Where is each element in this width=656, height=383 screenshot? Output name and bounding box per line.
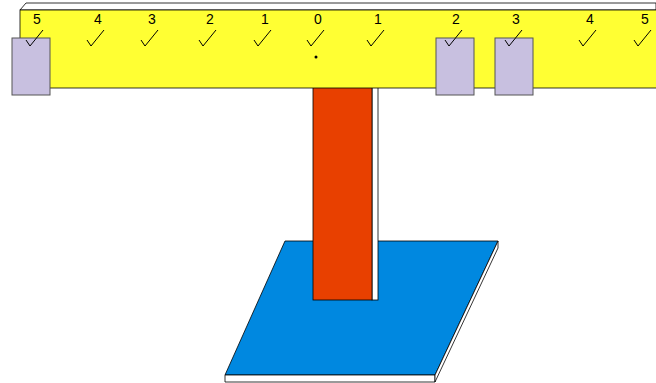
scale-number: 4: [586, 12, 594, 26]
scale-number: 5: [33, 12, 41, 26]
pillar-side: [372, 82, 378, 300]
beam: [20, 10, 656, 88]
scale-number: 4: [94, 12, 102, 26]
scale-number: 2: [452, 12, 460, 26]
hook: [307, 30, 324, 46]
base-side: [435, 241, 498, 382]
scale-number: 5: [641, 12, 649, 26]
scale-number: 1: [261, 12, 269, 26]
scale-number: 1: [374, 12, 382, 26]
hook: [199, 30, 216, 46]
hooks: [26, 30, 651, 46]
hook: [26, 30, 43, 46]
weight: [495, 38, 533, 95]
pivot-dot: [315, 56, 318, 59]
hook: [87, 30, 104, 46]
hook: [505, 30, 522, 46]
hook: [367, 30, 384, 46]
hook: [254, 30, 271, 46]
hook: [579, 30, 596, 46]
weight: [12, 38, 50, 95]
hook: [634, 30, 651, 46]
scale-number: 3: [512, 12, 520, 26]
hook: [445, 30, 462, 46]
base-edge: [225, 375, 435, 382]
pillar: [313, 82, 372, 300]
scale-number: 3: [148, 12, 156, 26]
hook: [141, 30, 158, 46]
scale-number: 2: [206, 12, 214, 26]
beam-top: [20, 3, 656, 10]
weight: [436, 38, 474, 95]
scale-number: 0: [314, 12, 322, 26]
beam-scale: 5 4 3 2 1 0 1 2 3 4 5: [20, 10, 656, 88]
